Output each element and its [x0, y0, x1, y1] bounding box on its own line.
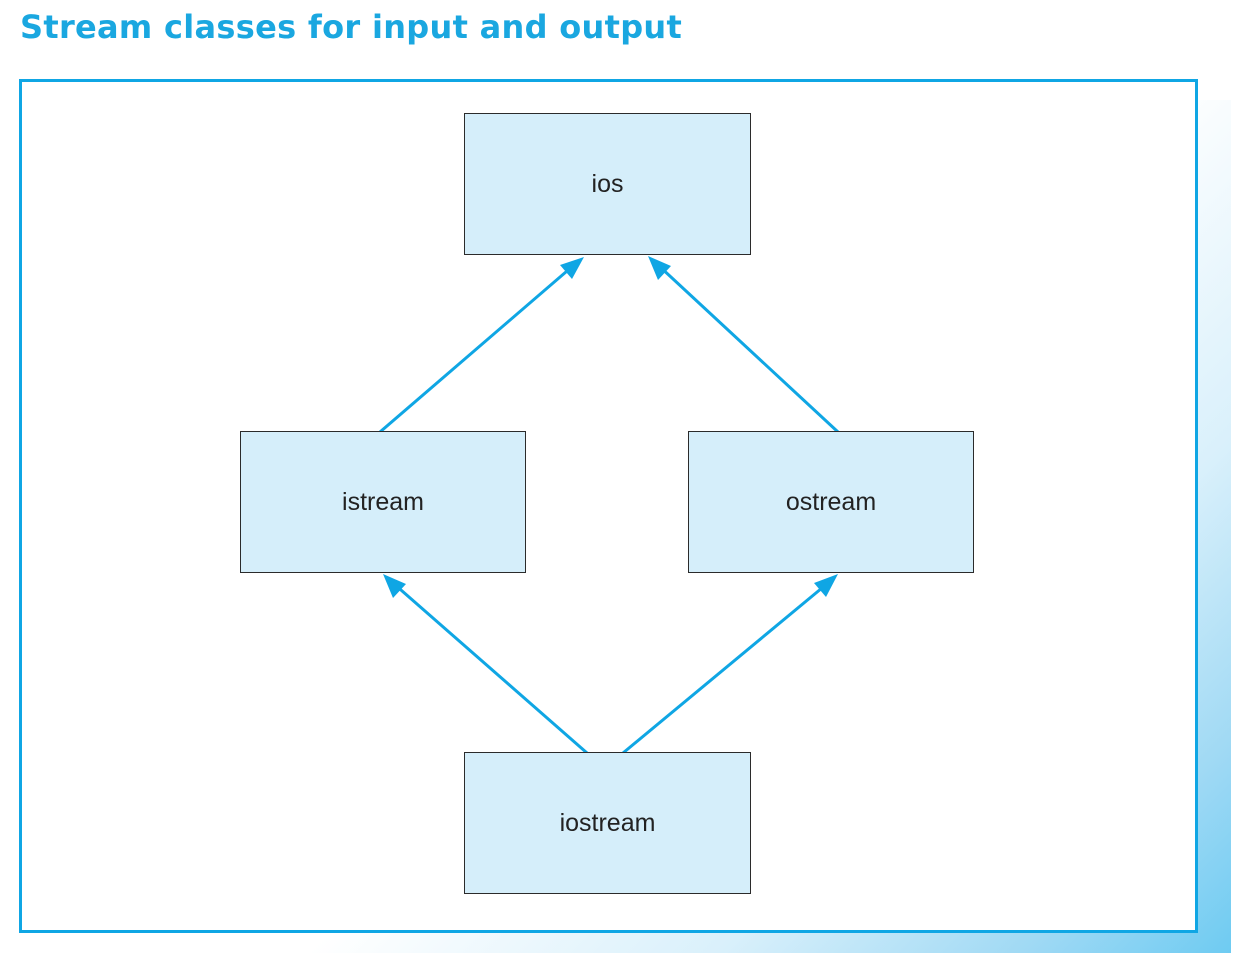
- arrowhead-icon: [383, 574, 406, 598]
- node-ios: ios: [464, 113, 751, 255]
- arrowhead-icon: [560, 257, 584, 279]
- node-istream-label: istream: [342, 487, 424, 516]
- node-iostream-label: iostream: [559, 808, 656, 837]
- diagram-title: Stream classes for input and output: [20, 8, 683, 46]
- node-ostream: ostream: [688, 431, 974, 573]
- edge-iostream-to-ostream: [622, 574, 838, 755]
- edge-ostream-to-ios: [648, 256, 840, 434]
- node-ios-label: ios: [591, 169, 624, 198]
- node-ostream-label: ostream: [785, 487, 877, 516]
- node-istream: istream: [240, 431, 526, 573]
- arrowhead-icon: [648, 256, 671, 280]
- edge-istream-to-ios: [379, 257, 584, 434]
- node-iostream: iostream: [464, 752, 751, 894]
- edge-iostream-to-istream: [383, 574, 588, 755]
- arrowhead-icon: [814, 574, 838, 597]
